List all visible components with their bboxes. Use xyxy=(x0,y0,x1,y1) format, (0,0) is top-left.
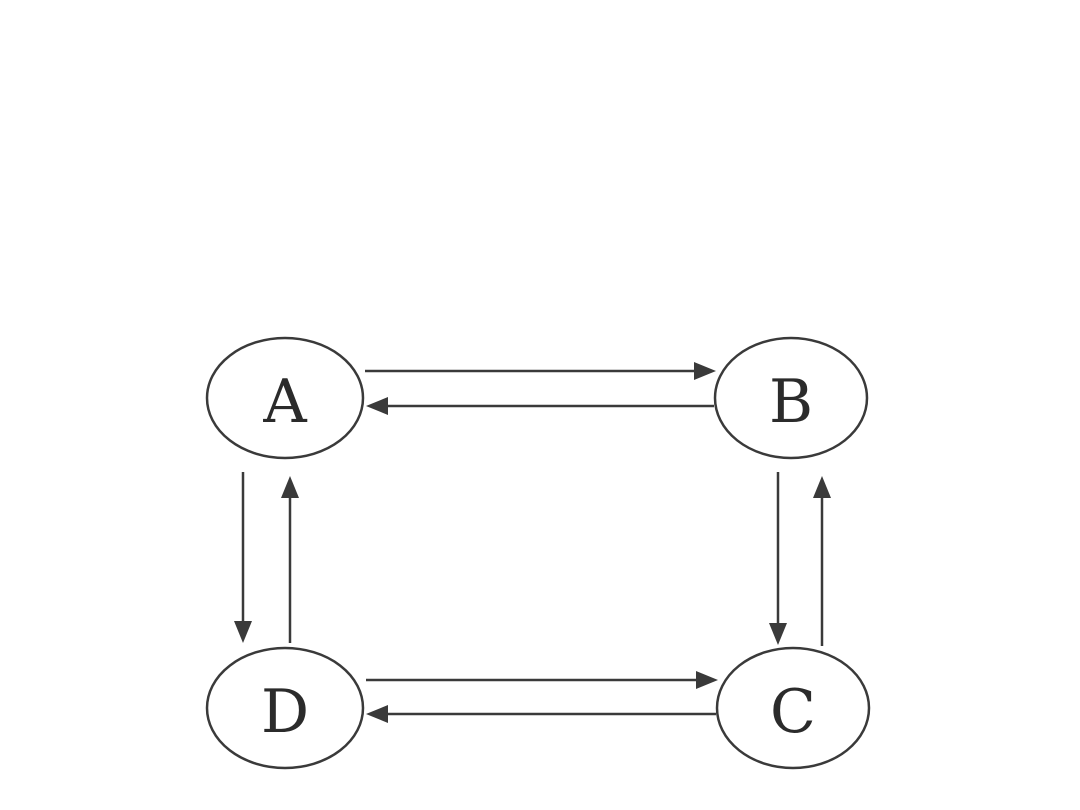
node-d: D xyxy=(205,646,365,770)
node-b-ellipse xyxy=(713,336,869,460)
node-c: C xyxy=(715,646,871,770)
arrowhead-a-to-d xyxy=(234,621,252,643)
edges-group xyxy=(234,362,831,723)
node-c-label: C xyxy=(770,677,816,747)
arrowhead-b-to-c xyxy=(769,623,787,645)
node-d-ellipse xyxy=(205,646,365,770)
arrowhead-b-to-a xyxy=(366,397,388,415)
arrowhead-d-to-a xyxy=(281,476,299,498)
arrowhead-c-to-b xyxy=(813,476,831,498)
arrowhead-c-to-d xyxy=(366,705,388,723)
node-d-label: D xyxy=(261,677,309,747)
node-a: A xyxy=(205,336,365,460)
node-a-label: A xyxy=(262,367,307,437)
node-a-ellipse xyxy=(205,336,365,460)
arrowhead-d-to-c xyxy=(696,671,718,689)
node-b-label: B xyxy=(769,367,813,437)
node-c-ellipse xyxy=(715,646,871,770)
arrowhead-a-to-b xyxy=(694,362,716,380)
node-b: B xyxy=(713,336,869,460)
